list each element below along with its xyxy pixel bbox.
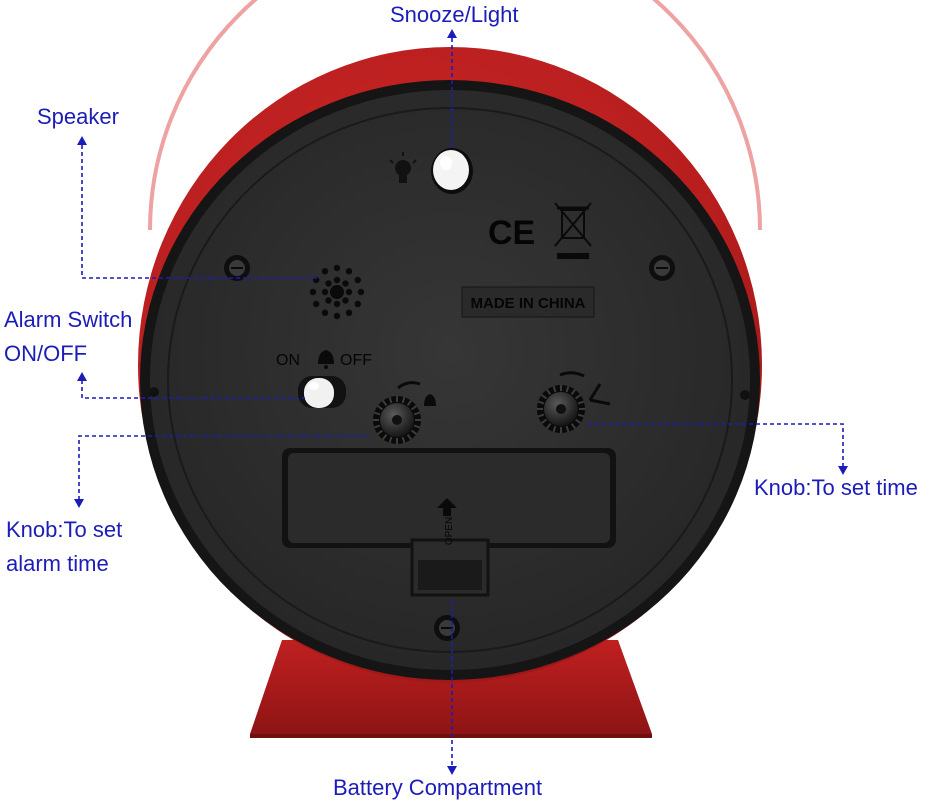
knob-ridge	[546, 423, 552, 429]
time-setting-knob[interactable]	[537, 385, 585, 433]
alarm-time-knob[interactable]	[373, 396, 421, 444]
alarm-switch-label-line2: ON/OFF	[4, 341, 88, 366]
knob-ridge	[565, 385, 570, 393]
speaker-hole	[342, 280, 349, 287]
knob-ridge	[565, 425, 570, 433]
alarm-switch-area: ON OFF	[276, 350, 372, 408]
knob-ridge	[406, 434, 412, 440]
knob-ridge	[411, 405, 417, 411]
snooze-light-button[interactable]	[431, 148, 473, 194]
knob-ridge	[388, 436, 393, 444]
speaker-hole	[342, 297, 349, 304]
knob-time-label: Knob:To set time	[754, 471, 918, 505]
knob-ridge	[541, 394, 547, 400]
speaker-hole	[357, 288, 365, 296]
knob-ridge	[377, 429, 383, 435]
bell-icon-knob	[397, 381, 436, 406]
screw-right	[649, 255, 675, 281]
clock-hands-icon	[559, 371, 611, 406]
knob-ridge	[382, 400, 388, 406]
speaker-hole	[354, 276, 361, 284]
knob-ridge	[537, 413, 545, 418]
battery-label: Battery Compartment	[333, 771, 542, 805]
speaker-hole	[345, 268, 353, 275]
knob-alarm-label-line2: alarm time	[6, 551, 109, 576]
snooze-light-label-text: Snooze/Light	[390, 2, 519, 27]
speaker-hole	[333, 300, 341, 308]
battery-open-text: OPEN	[444, 517, 455, 545]
speaker-label-text: Speaker	[37, 104, 119, 129]
knob-ridge	[388, 396, 393, 404]
knob-ridge	[537, 400, 545, 405]
knob-ridge	[570, 423, 576, 429]
knob-alarm-label: Knob:To set alarm time	[6, 513, 122, 581]
knob-alarm-label-line1: Knob:To set	[6, 517, 123, 542]
made-in-china-plate: MADE IN CHINA	[461, 286, 595, 318]
speaker-hole	[345, 309, 353, 316]
callout-leader-lines	[78, 38, 844, 766]
svg-text:MADE IN CHINA: MADE IN CHINA	[471, 295, 586, 312]
speaker-hole	[333, 312, 341, 320]
alarm-switch-label: Alarm Switch ON/OFF	[4, 303, 132, 371]
speaker-hole	[321, 268, 329, 275]
knob-ridge	[373, 424, 381, 429]
ce-mark: CE	[488, 214, 535, 252]
switch-on-text: ON	[276, 352, 300, 369]
alarm-switch-label-line1: Alarm Switch	[4, 307, 133, 332]
speaker-hole	[325, 280, 332, 287]
side-pin-left	[149, 387, 159, 397]
knob-ridge	[570, 389, 576, 395]
knob-ridge	[377, 405, 383, 411]
speaker-hole	[354, 300, 361, 308]
knob-ridge	[401, 396, 406, 404]
knob-ridge	[406, 400, 412, 406]
knob-ridge	[552, 385, 557, 393]
knob-ridge	[577, 400, 585, 405]
switch-off-text: OFF	[340, 352, 372, 369]
knob-ridge	[546, 389, 552, 395]
knob-ridge	[541, 418, 547, 424]
knob-ridge	[413, 424, 421, 429]
speaker-hole	[321, 288, 329, 296]
knob-ridge	[373, 411, 381, 416]
screw-bottom	[434, 615, 460, 641]
screw-left	[224, 255, 250, 281]
light-bulb-icon	[389, 152, 417, 183]
side-pin-right	[740, 390, 750, 400]
open-arrow-icon	[437, 498, 457, 516]
knob-time-label-text: Knob:To set time	[754, 475, 918, 500]
speaker-grill	[309, 264, 365, 320]
battery-compartment[interactable]	[282, 448, 616, 597]
speaker-hole	[309, 288, 317, 296]
knob-ridge	[577, 413, 585, 418]
snooze-light-label: Snooze/Light	[390, 0, 518, 32]
speaker-hole	[333, 276, 341, 284]
bell-icon	[318, 350, 334, 369]
knob-ridge	[413, 411, 421, 416]
knob-ridge	[411, 429, 417, 435]
knob-ridge	[401, 436, 406, 444]
speaker-hole	[345, 288, 353, 296]
knob-ridge	[552, 425, 557, 433]
callout-arrowheads	[74, 29, 848, 775]
speaker-label: Speaker	[37, 100, 119, 134]
speaker-hole	[325, 297, 332, 304]
speaker-hole	[330, 285, 344, 299]
knob-ridge	[575, 394, 581, 400]
knob-ridge	[575, 418, 581, 424]
knob-ridge	[382, 434, 388, 440]
battery-label-text: Battery Compartment	[333, 775, 543, 800]
weee-bin-icon	[554, 202, 592, 259]
speaker-hole	[333, 264, 341, 272]
speaker-hole	[321, 309, 329, 316]
speaker-hole	[313, 300, 320, 308]
alarm-switch-toggle[interactable]	[304, 378, 334, 408]
